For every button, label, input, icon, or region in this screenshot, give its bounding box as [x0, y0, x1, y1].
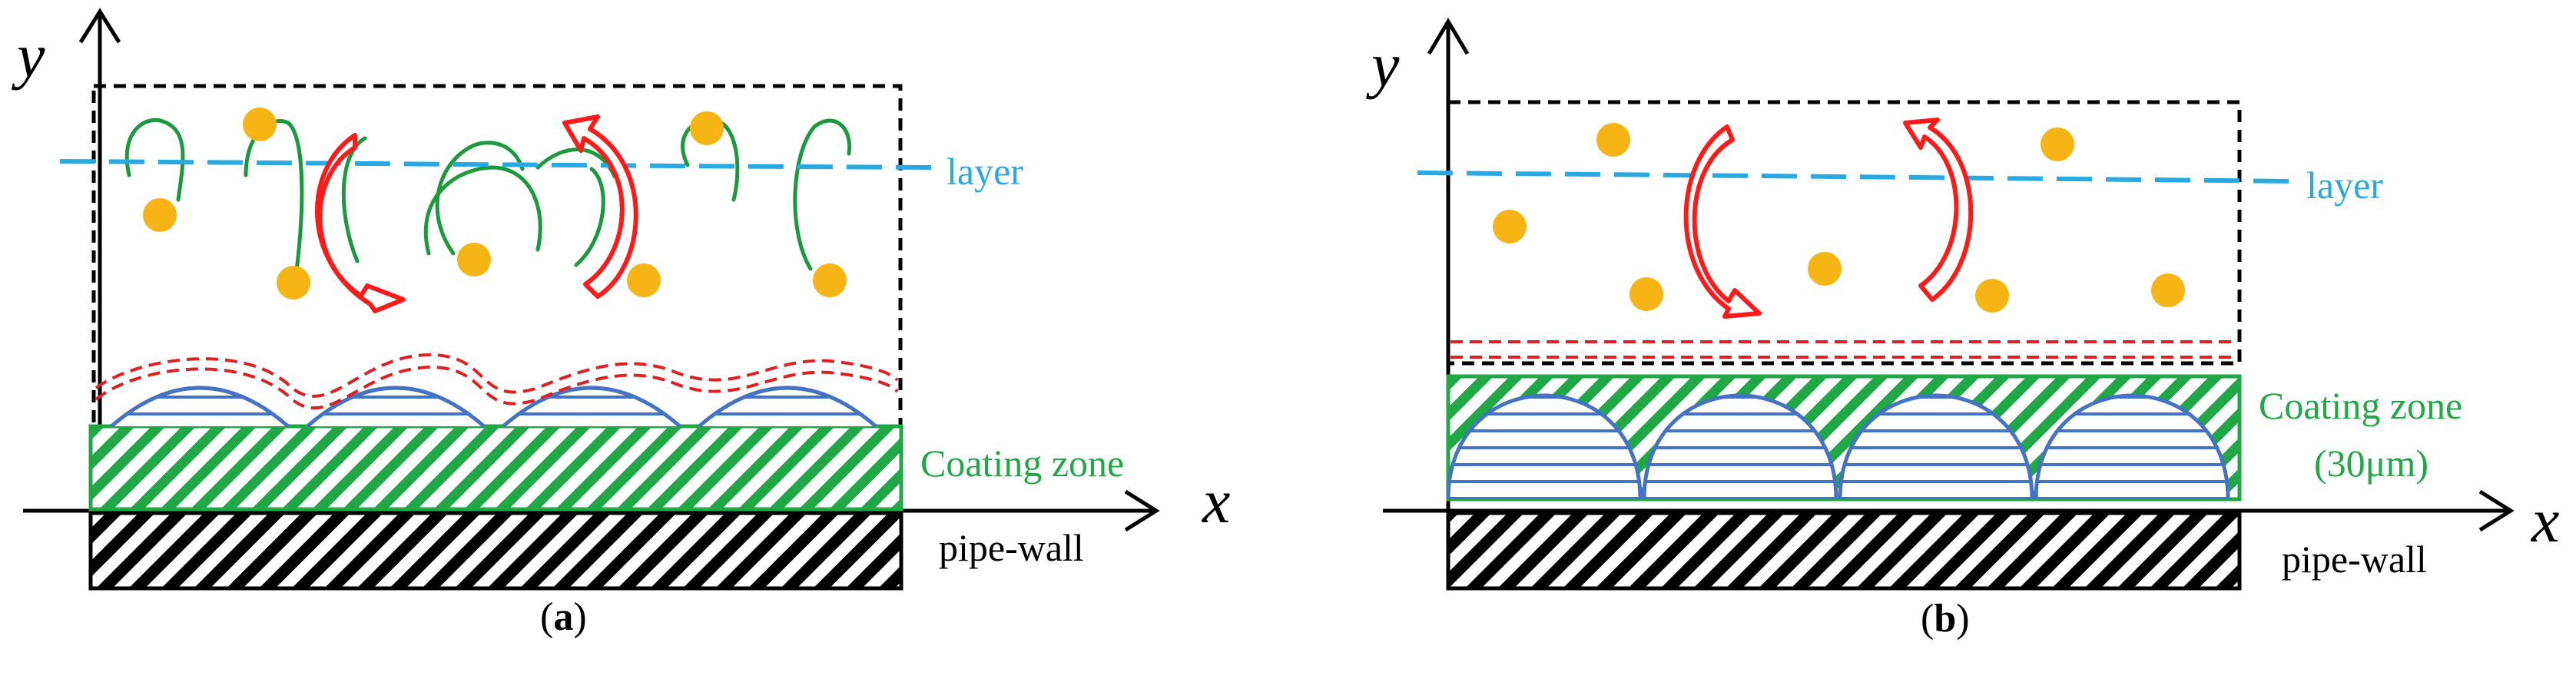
- particle: [1975, 279, 2009, 313]
- panel-a-pipe-wall: [88, 511, 903, 591]
- panel-a-coating-label: Coating zone: [920, 442, 1124, 485]
- panel-a-particles: [143, 108, 847, 300]
- panel-a-viscous-sublayer: [94, 353, 899, 410]
- panel-b-caption: (b): [1921, 597, 1970, 641]
- panel-b-layer-line: [1417, 171, 2294, 184]
- panel-b-x-axis-label: x: [2531, 485, 2559, 555]
- particle: [1629, 277, 1663, 311]
- particle: [1596, 123, 1630, 157]
- panel-b: y x pipe-wall Coating zone (30μm) layer: [1366, 18, 2559, 641]
- panel-b-coating-label: Coating zone: [2259, 384, 2462, 427]
- panel-a-layer-line: [59, 159, 934, 170]
- panel-b-viscous-sublayer: [1450, 340, 2237, 359]
- panel-b-y-axis-label: y: [1366, 30, 1400, 100]
- particle: [457, 243, 491, 276]
- panel-b-layer-label: layer: [2306, 164, 2383, 207]
- particle: [143, 198, 177, 232]
- particle: [2151, 273, 2185, 307]
- panel-a-pipe-wall-label: pipe-wall: [939, 526, 1084, 569]
- panel-a-eddy-curves: [124, 118, 852, 279]
- panel-b-pipe-wall: [1446, 511, 2242, 591]
- panel-b-pipe-wall-label: pipe-wall: [2282, 538, 2427, 581]
- panel-a-coating-zone: [88, 424, 903, 512]
- particle: [813, 263, 847, 297]
- particle: [277, 266, 310, 300]
- particle: [627, 263, 661, 297]
- panel-a-y-axis-label: y: [12, 21, 45, 91]
- vortex-arrow-left: [1683, 124, 1762, 319]
- particle: [1493, 210, 1527, 243]
- panel-b-coating-thickness: (30μm): [2314, 442, 2428, 485]
- panel-a-flow-domain: [91, 84, 903, 429]
- particle: [1808, 252, 1842, 286]
- panel-b-flow-domain: [1446, 100, 2242, 366]
- vortex-arrow-right: [1903, 118, 1974, 302]
- particle: [2041, 127, 2074, 161]
- vortex-arrow-left: [315, 133, 406, 313]
- panel-a-x-axis-label: x: [1202, 466, 1230, 536]
- panel-a: y x pipe-wall Coating zone: [12, 8, 1230, 639]
- vortex-arrow-right: [562, 114, 638, 299]
- panel-a-caption: (a): [540, 595, 587, 639]
- panel-b-vortex-arrows: [1683, 118, 1974, 319]
- particle: [690, 111, 724, 145]
- panel-a-vortex-arrows: [315, 114, 638, 313]
- panel-a-layer-label: layer: [947, 150, 1023, 193]
- panel-b-particles: [1493, 123, 2185, 313]
- particle: [243, 108, 277, 141]
